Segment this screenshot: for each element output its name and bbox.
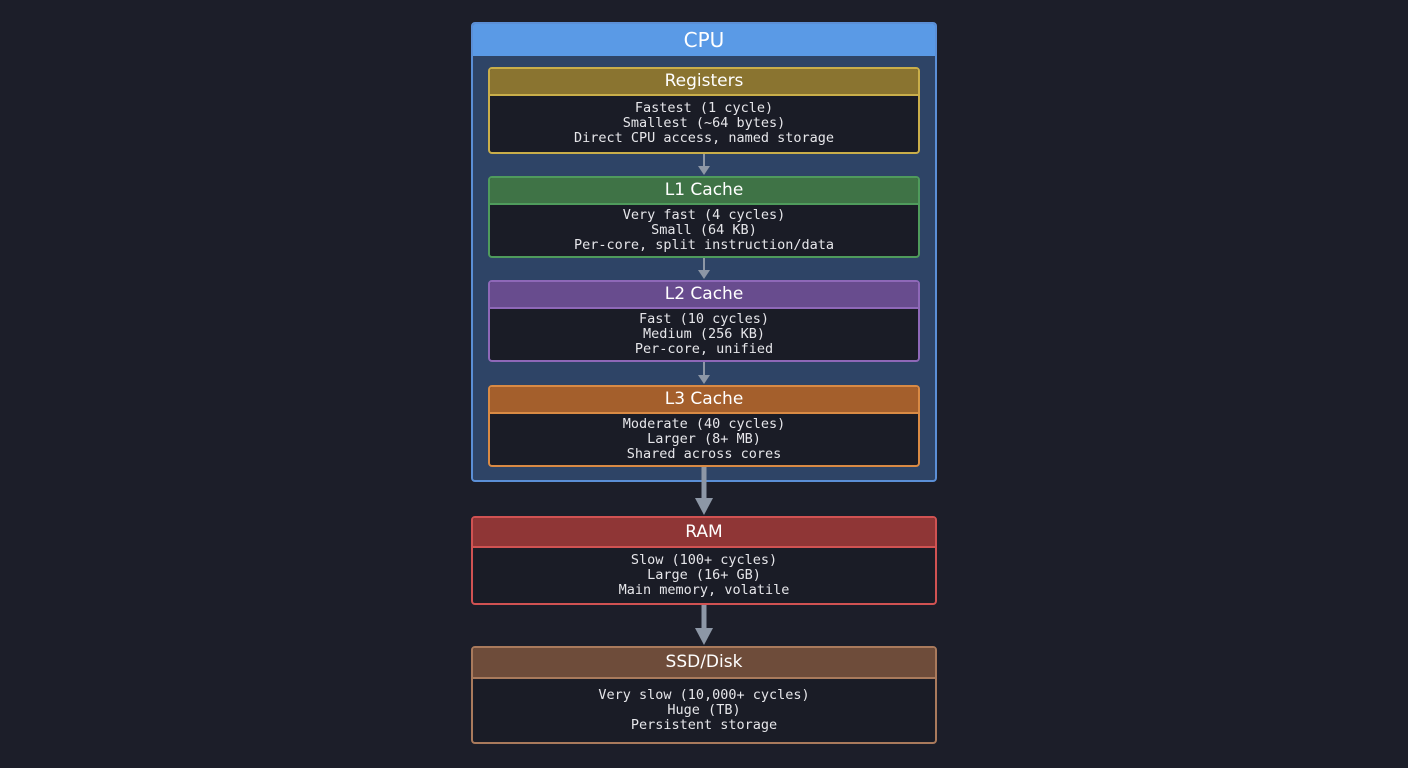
ssd-disk-details: Very slow (10,000+ cycles) Huge (TB) Per… [473,679,935,733]
registers-box: Registers Fastest (1 cycle) Smallest (~6… [488,67,920,154]
l2-cache-box: L2 Cache Fast (10 cycles) Medium (256 KB… [488,280,920,362]
l2-cache-title: L2 Cache [490,282,918,309]
ram-box: RAM Slow (100+ cycles) Large (16+ GB) Ma… [471,516,937,605]
ram-details: Slow (100+ cycles) Large (16+ GB) Main m… [473,548,935,598]
ram-note: Main memory, volatile [618,582,790,598]
l1-cache-note: Per-core, split instruction/data [573,237,835,253]
ram-speed: Slow (100+ cycles) [630,552,778,568]
l2-cache-size: Medium (256 KB) [643,326,765,342]
ssd-disk-title: SSD/Disk [473,648,935,679]
ssd-disk-size: Huge (TB) [667,702,741,718]
registers-title: Registers [490,69,918,96]
l2-cache-details: Fast (10 cycles) Medium (256 KB) Per-cor… [490,309,918,357]
l2-cache-note: Per-core, unified [634,341,774,357]
l3-cache-speed: Moderate (40 cycles) [622,416,786,432]
ssd-disk-box: SSD/Disk Very slow (10,000+ cycles) Huge… [471,646,937,744]
l3-cache-details: Moderate (40 cycles) Larger (8+ MB) Shar… [490,414,918,462]
ssd-disk-speed: Very slow (10,000+ cycles) [598,687,810,703]
l3-cache-box: L3 Cache Moderate (40 cycles) Larger (8+… [488,385,920,467]
arrow-l2-to-l3 [698,362,710,384]
arrow-l1-to-l2 [698,258,710,279]
arrow-ram-to-ssd [695,605,713,645]
registers-details: Fastest (1 cycle) Smallest (~64 bytes) D… [490,96,918,146]
cpu-title: CPU [473,24,935,56]
ssd-disk-note: Persistent storage [630,717,778,733]
l3-cache-title: L3 Cache [490,387,918,414]
arrow-l3-to-ram [695,467,713,515]
l1-cache-title: L1 Cache [490,178,918,205]
ram-size: Large (16+ GB) [647,567,761,583]
l1-cache-size: Small (64 KB) [651,222,757,238]
ram-title: RAM [473,518,935,548]
l1-cache-details: Very fast (4 cycles) Small (64 KB) Per-c… [490,205,918,253]
l3-cache-size: Larger (8+ MB) [647,431,761,447]
l1-cache-speed: Very fast (4 cycles) [622,207,786,223]
registers-note: Direct CPU access, named storage [573,130,835,146]
l3-cache-note: Shared across cores [626,446,782,462]
l1-cache-box: L1 Cache Very fast (4 cycles) Small (64 … [488,176,920,258]
registers-speed: Fastest (1 cycle) [634,100,774,116]
registers-size: Smallest (~64 bytes) [622,115,786,131]
arrow-registers-to-l1 [698,154,710,175]
l2-cache-speed: Fast (10 cycles) [638,311,770,327]
